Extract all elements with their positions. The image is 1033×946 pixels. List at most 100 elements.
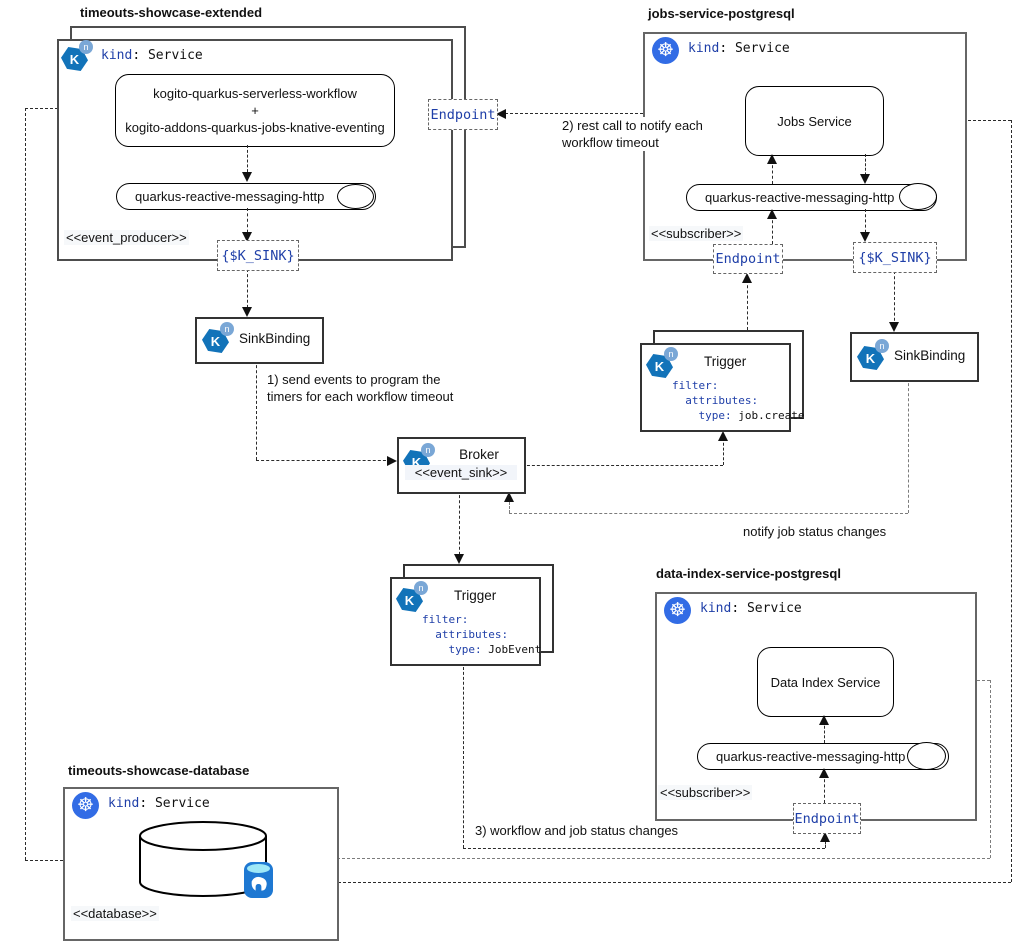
connector-status-changes <box>463 662 464 848</box>
pill-label: quarkus-reactive-messaging-http <box>705 190 895 205</box>
knative-icon: K n <box>202 322 234 356</box>
connector-notify-status <box>509 498 510 513</box>
sinkbinding-node-right[interactable]: K n SinkBinding <box>850 332 979 382</box>
stereotype-subscriber: <<subscriber>> <box>658 785 753 800</box>
arrowhead <box>819 768 829 778</box>
arrowhead <box>496 109 506 119</box>
interface-circle <box>907 742 946 770</box>
arrowhead <box>742 273 752 283</box>
connector-sinkbinding-to-broker <box>256 460 391 461</box>
trigger-filter-yaml: filter: attributes: type: job.create <box>672 379 805 422</box>
knative-icon: K n <box>646 347 678 381</box>
knative-icon: K n <box>61 40 93 74</box>
connector-jobs-to-postgres <box>283 882 1011 883</box>
connector-trigger-to-endpoint <box>747 280 748 330</box>
knative-icon: K n <box>857 339 889 373</box>
messaging-pill[interactable]: quarkus-reactive-messaging-http <box>686 184 937 211</box>
arrowhead <box>860 232 870 242</box>
messaging-pill[interactable]: quarkus-reactive-messaging-http <box>116 183 376 210</box>
knative-icon: K n <box>396 581 428 615</box>
arrowhead <box>718 431 728 441</box>
trigger-node-jobs[interactable]: K n Trigger filter: attributes: type: jo… <box>640 343 804 432</box>
kubernetes-icon: ☸ <box>664 597 691 624</box>
kind-label: kind: Service <box>688 41 790 56</box>
connector <box>247 145 248 177</box>
sinkbinding-node-left[interactable]: K n SinkBinding <box>195 317 324 364</box>
connector-status-changes <box>825 838 826 848</box>
endpoint-node[interactable]: Endpoint <box>793 803 861 834</box>
stereotype-subscriber: <<subscriber>> <box>649 226 744 241</box>
broker-node[interactable]: K n Broker <<event_sink>> <box>397 437 526 494</box>
arrowhead <box>387 456 397 466</box>
service-box-extended[interactable] <box>57 39 453 261</box>
connector-status-changes <box>463 848 825 849</box>
connector-broker-to-trigger <box>522 465 723 466</box>
stereotype-event-sink: <<event_sink>> <box>405 465 517 480</box>
jobs-service-node[interactable]: Jobs Service <box>745 86 884 156</box>
k-sink-placeholder[interactable]: {$K_SINK} <box>217 240 299 271</box>
connector <box>247 208 248 238</box>
group-title-timeouts-showcase-database: timeouts-showcase-database <box>68 763 250 778</box>
connector <box>865 209 866 238</box>
workflow-line: + <box>251 103 259 118</box>
connector-workflow-to-db <box>25 108 26 860</box>
endpoint-node[interactable]: Endpoint <box>428 99 498 130</box>
connector-sinkbinding-to-broker <box>256 360 257 460</box>
interface-circle <box>899 183 937 210</box>
postgresql-icon[interactable] <box>244 862 273 898</box>
note-send-events: 1) send events to program the timers for… <box>265 371 456 405</box>
group-title-timeouts-showcase-extended: timeouts-showcase-extended <box>80 5 263 20</box>
connector-broker-to-trigger <box>723 438 724 465</box>
connector <box>865 154 866 180</box>
connector-broker-to-trigger <box>459 490 460 560</box>
arrowhead <box>454 554 464 564</box>
connector-notify-status <box>509 513 908 514</box>
pill-label: quarkus-reactive-messaging-http <box>716 749 906 764</box>
elephant-glyph <box>251 876 267 891</box>
connector <box>772 160 773 184</box>
kind-label: kind: Service <box>101 48 203 63</box>
kind-label: kind: Service <box>108 796 210 811</box>
connector-dataindex-to-db <box>272 858 990 859</box>
arrowhead <box>767 154 777 164</box>
connector-notify-status <box>908 378 909 513</box>
kind-label: kind: Service <box>700 601 802 616</box>
connector <box>824 721 825 743</box>
arrowhead <box>819 715 829 725</box>
connector-ksink-to-sinkbinding <box>894 271 895 326</box>
workflow-node[interactable]: kogito-quarkus-serverless-workflow + kog… <box>115 74 395 147</box>
note-notify-job-status: notify job status changes <box>741 523 889 540</box>
stereotype-event-producer: <<event_producer>> <box>64 230 189 245</box>
arrowhead <box>504 492 514 502</box>
data-index-service-node[interactable]: Data Index Service <box>757 647 894 717</box>
connector <box>772 215 773 244</box>
k-sink-placeholder[interactable]: {$K_SINK} <box>853 242 937 273</box>
arrowhead <box>242 307 252 317</box>
connector-jobs-to-postgres <box>1011 120 1012 882</box>
note-rest-call: 2) rest call to notify each workflow tim… <box>560 117 705 151</box>
trigger-filter-yaml: filter: attributes: type: JobEvent <box>422 613 542 656</box>
group-title-data-index-service-postgresql: data-index-service-postgresql <box>656 566 841 581</box>
trigger-node-workflow[interactable]: K n Trigger filter: attributes: type: Jo… <box>390 577 541 666</box>
kubernetes-icon: ☸ <box>652 37 679 64</box>
workflow-line: kogito-quarkus-serverless-workflow <box>153 86 357 101</box>
connector <box>824 774 825 803</box>
connector-jobs-to-endpoint <box>500 113 643 114</box>
note-status-changes: 3) workflow and job status changes <box>473 822 681 839</box>
connector-ksink-to-sinkbinding <box>247 269 248 313</box>
arrowhead <box>242 172 252 182</box>
arrowhead <box>889 322 899 332</box>
group-title-jobs-service-postgresql: jobs-service-postgresql <box>648 6 795 21</box>
pill-label: quarkus-reactive-messaging-http <box>135 189 325 204</box>
arrowhead <box>860 174 870 184</box>
connector-dataindex-to-db <box>990 680 991 858</box>
kubernetes-icon: ☸ <box>72 792 99 819</box>
arrowhead <box>767 209 777 219</box>
arrowhead <box>820 832 830 842</box>
endpoint-node[interactable]: Endpoint <box>713 244 783 274</box>
interface-circle <box>337 184 374 209</box>
database-cylinder[interactable] <box>138 820 268 903</box>
arrowhead <box>242 232 252 242</box>
workflow-line: kogito-addons-quarkus-jobs-knative-event… <box>125 120 385 135</box>
